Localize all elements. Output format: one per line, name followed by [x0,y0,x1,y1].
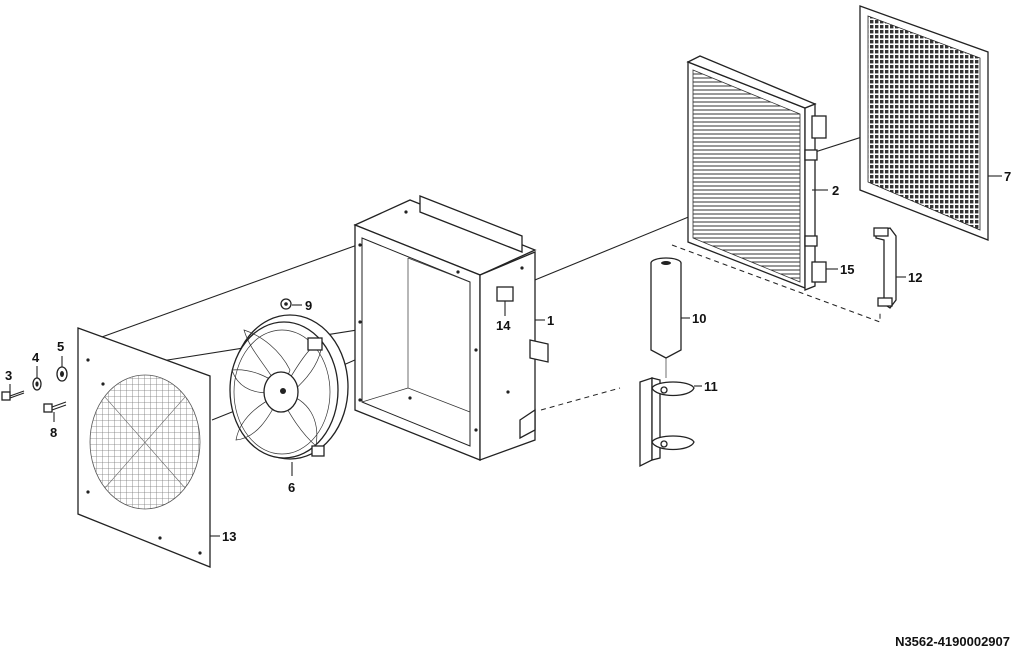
callout-8: 8 [50,425,57,440]
callout-7: 7 [1004,169,1011,184]
axial-fan [229,314,349,460]
callout-15: 15 [840,262,854,277]
drier-bracket [639,377,695,468]
bolt-8 [43,401,67,413]
handle-bracket [873,227,897,309]
callout-3: 3 [5,368,12,383]
callout-11: 11 [704,379,718,394]
drawing-reference-code: N3562-4190002907 [895,634,1010,649]
callout-1: 1 [547,313,554,328]
callout-2: 2 [832,183,839,198]
callout-5: 5 [57,339,64,354]
callout-13: 13 [222,529,236,544]
callout-10: 10 [692,311,706,326]
callout-6: 6 [288,480,295,495]
washer-4 [32,377,42,391]
fan-housing-box [353,195,549,461]
callout-leaders [9,175,1002,537]
callout-14: 14 [496,318,511,333]
callout-9: 9 [305,298,312,313]
callout-4: 4 [32,350,40,365]
callout-12: 12 [908,270,922,285]
condenser-core [686,55,827,291]
bolt-3 [1,390,25,401]
condenser-guard-grid [859,5,989,241]
front-grille-plate [77,327,211,568]
nut-9 [280,298,292,310]
receiver-drier [650,257,682,378]
washer-5 [56,366,68,382]
